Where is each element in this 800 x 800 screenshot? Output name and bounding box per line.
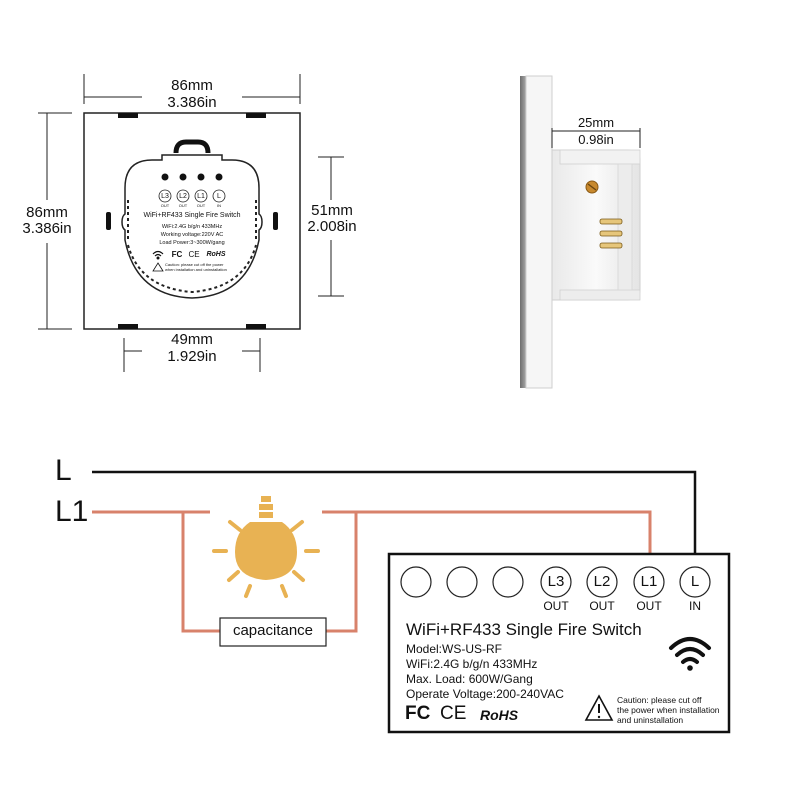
capacitance-label: capacitance [232, 622, 314, 639]
back-plate [83, 112, 301, 330]
back-terminal-l-sub: IN [217, 203, 221, 208]
dim-bottom-mm: 49mm [171, 331, 213, 348]
back-terminal-l2: L2 [179, 193, 187, 200]
back-spec-2: Working voltage:220V AC [160, 232, 224, 238]
module-spec-1: Model:WS-US-RF [406, 642, 503, 656]
dim-depth-mm: 25mm [577, 115, 615, 130]
dim-bottom-in: 1.929in [142, 349, 242, 365]
module-terminal-l: L [690, 573, 700, 590]
dim-left-mm: 86mm [26, 204, 68, 221]
module-box [387, 552, 731, 734]
module-caution-1: Caution: please cut off [617, 695, 702, 705]
dim-depth-in: 0.98in [578, 132, 614, 147]
back-terminal-l3: L3 [161, 193, 169, 200]
warning-icon [584, 694, 614, 721]
wire-cap-right [326, 512, 358, 633]
back-title: WiFi+RF433 Single Fire Switch [143, 212, 241, 219]
module-terminal-l1: L1 [640, 573, 658, 590]
capacitance-box [219, 617, 327, 647]
dim-top-in: 3.386in [142, 95, 242, 111]
module-caution-3: and uninstallation [617, 715, 684, 725]
back-terminal-l3-sub: OUT [160, 203, 170, 208]
dimension-left-height [38, 112, 72, 330]
module-caution-2: the power when installation [617, 705, 720, 715]
dim-right-in: 2.008in [307, 218, 357, 235]
module-spec-4: Operate Voltage:200-240VAC [406, 687, 564, 701]
dim-top-mm: 86mm [171, 77, 213, 94]
fc-mark: FC [405, 703, 431, 724]
dimension-right-height [318, 156, 344, 297]
back-wifi-icon [152, 250, 164, 260]
line-l1-label: L1 [55, 495, 89, 528]
back-terminal-l1: L1 [197, 193, 205, 200]
module-terminal-l2: L2 [593, 573, 611, 590]
back-fc-mark: FC [171, 250, 183, 259]
light-bulb-icon [212, 496, 320, 598]
back-spec-3: Load Power:3~300W/gang [159, 240, 225, 246]
back-terminal-l1-sub: OUT [196, 203, 206, 208]
side-view [520, 75, 641, 389]
module-spec-3: Max. Load: 600W/Gang [406, 672, 533, 686]
ce-mark: CE [440, 703, 467, 724]
wire-bulb-right [322, 510, 652, 568]
line-l-label: L [55, 454, 72, 487]
wiring [92, 470, 697, 633]
wifi-icon [669, 637, 711, 664]
back-caution-1: Caution: please cut off the power [165, 262, 224, 267]
back-caution-2: when installation and uninstallation [165, 267, 227, 272]
back-terminal-l: L [217, 193, 221, 200]
wire-cap-left [181, 512, 220, 633]
wire-l [92, 470, 697, 568]
back-warning-icon [152, 262, 164, 272]
back-rohs-mark: RoHS [206, 251, 226, 258]
module-spec-2: WiFi:2.4G b/g/n 433MHz [406, 657, 538, 671]
back-spec-1: WiFi:2.4G b/g/n 433MHz [161, 224, 223, 230]
module-terminal-l3-sub: OUT [543, 599, 569, 613]
dim-right-mm: 51mm [311, 202, 353, 219]
module-terminal-l2-sub: OUT [589, 599, 615, 613]
rohs-mark: RoHS [480, 707, 519, 723]
dim-left-in: 3.386in [22, 220, 72, 237]
module-terminal-l3: L3 [547, 573, 565, 590]
module-terminal-l1-sub: OUT [636, 599, 662, 613]
module-terminal-l-sub: IN [689, 599, 701, 613]
back-ce-mark: CE [188, 250, 200, 259]
module-title: WiFi+RF433 Single Fire Switch [406, 620, 642, 639]
back-terminal-l2-sub: OUT [178, 203, 188, 208]
